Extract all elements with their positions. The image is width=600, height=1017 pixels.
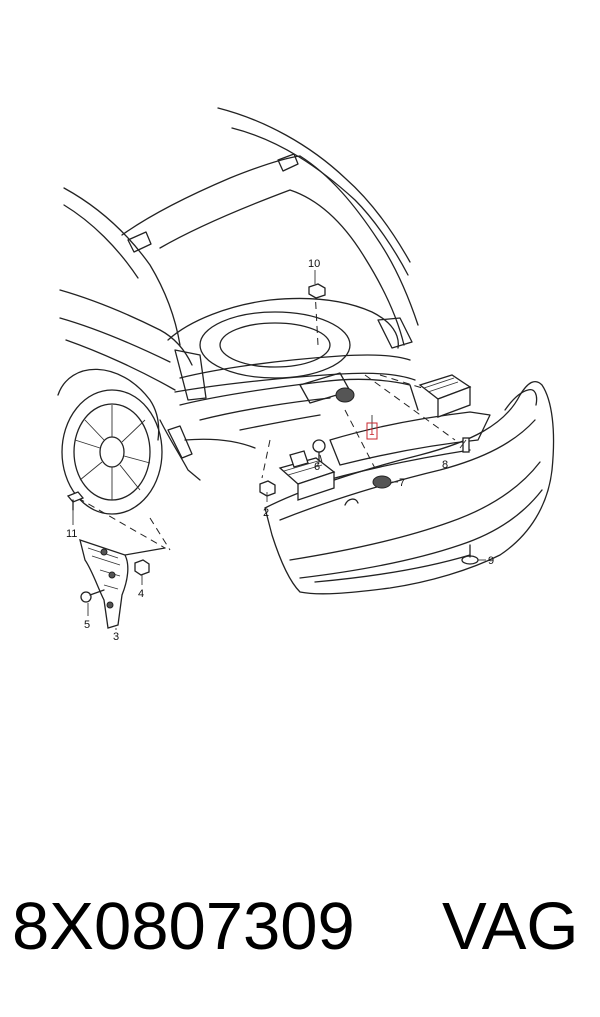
callouts: 1 2 3 4 5 6 7 8 9 10 11	[66, 258, 494, 643]
callout-9: 9	[488, 555, 494, 567]
fasteners	[66, 283, 479, 603]
callout-3: 3	[113, 631, 119, 643]
callout-8: 8	[442, 459, 448, 471]
part-number: 8X0807309	[12, 889, 355, 964]
callout-7: 7	[399, 477, 405, 489]
leader-lines	[72, 270, 486, 630]
callout-2: 2	[263, 507, 269, 519]
callout-5: 5	[84, 619, 90, 631]
car-body-outline	[57, 107, 419, 515]
callout-10: 10	[308, 258, 320, 270]
rear-bumper-exploded-diagram: 1 2 3 4 5 6 7 8 9 10 11	[57, 107, 555, 643]
bumper-brackets	[278, 374, 472, 501]
side-guide-bracket	[79, 539, 166, 629]
brand-label: VAG	[442, 889, 579, 964]
assembly-guide-lines	[77, 289, 471, 551]
nut-2	[259, 480, 276, 497]
bumper-cover	[264, 381, 555, 595]
callout-1-box	[366, 422, 378, 440]
callout-6: 6	[314, 461, 320, 473]
callout-1: 1	[369, 427, 375, 438]
nut-10	[308, 283, 326, 299]
callout-11: 11	[66, 528, 77, 540]
callout-4: 4	[138, 588, 144, 600]
